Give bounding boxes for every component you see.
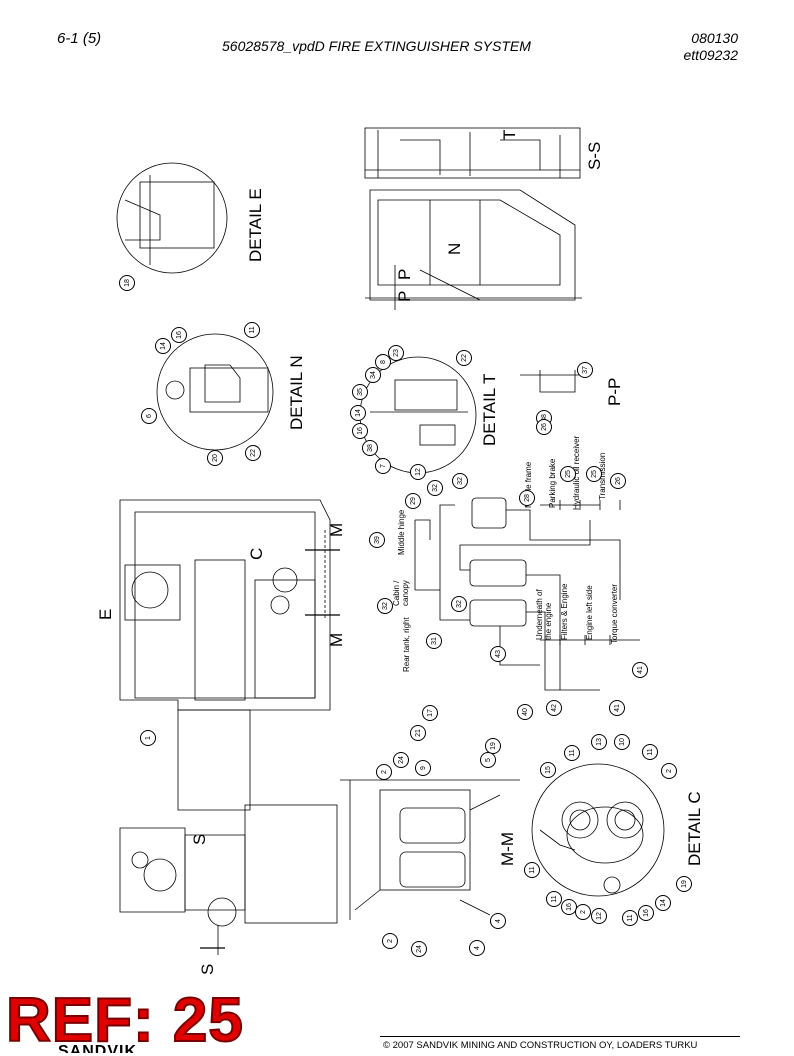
copyright-footer: © 2007 SANDVIK MINING AND CONSTRUCTION O… xyxy=(383,1040,698,1051)
callout: 43 xyxy=(490,646,506,662)
callout: 15 xyxy=(540,762,556,778)
callout: 4 xyxy=(469,940,485,956)
callout: 32 xyxy=(427,480,443,496)
callout: 20 xyxy=(207,450,223,466)
marker-n: N xyxy=(445,242,464,255)
callout: 40 xyxy=(517,704,533,720)
label-underneath-engine: Underneath of the engine xyxy=(535,589,553,640)
callout: 26 xyxy=(610,473,626,489)
section-mm-label: M-M xyxy=(498,832,517,866)
marker-s-bottom: S xyxy=(198,963,217,975)
ref-stamp: REF: 25 xyxy=(5,985,244,1056)
detail-c-circle xyxy=(531,763,665,897)
callout: 41 xyxy=(632,662,648,678)
machine-rear-body xyxy=(244,804,338,924)
machine-front-frame xyxy=(119,499,331,711)
callout: 11 xyxy=(546,891,562,907)
callout: 21 xyxy=(410,725,426,741)
callout: 22 xyxy=(245,445,261,461)
callout: 41 xyxy=(609,700,625,716)
callout: 16 xyxy=(171,327,187,343)
detail-n-circle xyxy=(156,333,274,451)
callout: 35 xyxy=(352,384,368,400)
callout: 5 xyxy=(480,752,496,768)
callout: 39 xyxy=(369,532,385,548)
callout: 2 xyxy=(382,933,398,949)
label-filters-engine: Filters & Engine xyxy=(560,583,569,640)
document-title: 56028578_vpdD FIRE EXTINGUISHER SYSTEM xyxy=(222,38,531,54)
callout: 14 xyxy=(155,338,171,354)
callout: 34 xyxy=(365,367,381,383)
callout: 38 xyxy=(362,440,378,456)
callout: 14 xyxy=(350,405,366,421)
callout: 4 xyxy=(490,913,506,929)
callout: 13 xyxy=(591,734,607,750)
callout: 10 xyxy=(614,734,630,750)
marker-p-top: P xyxy=(395,268,414,280)
section-ss-label: S-S xyxy=(585,141,604,170)
callout: 22 xyxy=(456,350,472,366)
detail-e-label: DETAIL E xyxy=(246,188,265,262)
callout: 18 xyxy=(119,275,135,291)
callout: 19 xyxy=(676,876,692,892)
document-id: ett09232 xyxy=(683,47,739,63)
callout: 7 xyxy=(375,458,391,474)
callout: 26 xyxy=(536,419,552,435)
callout: 42 xyxy=(546,700,562,716)
marker-m-bottom: M xyxy=(327,632,346,647)
label-rear-tank-right: Rear tank, right xyxy=(402,617,411,672)
callout: 32 xyxy=(377,598,393,614)
callout: 14 xyxy=(655,895,671,911)
callout: 11 xyxy=(642,744,658,760)
detail-n-label: DETAIL N xyxy=(287,355,306,430)
marker-e: E xyxy=(96,608,115,620)
label-middle-hinge: Middle hinge xyxy=(397,509,406,555)
callout: 9 xyxy=(415,760,431,776)
callout: 24 xyxy=(411,941,427,957)
detail-e-circle xyxy=(116,162,228,274)
detail-c-label: DETAIL C xyxy=(685,791,704,866)
sandvik-logo: SANDVIK xyxy=(58,1043,138,1053)
footer-divider xyxy=(380,1036,740,1037)
marker-p-bottom: P xyxy=(395,290,414,302)
callout: 6 xyxy=(141,408,157,424)
callout: 17 xyxy=(422,705,438,721)
callout: 29 xyxy=(405,493,421,509)
callout: 16 xyxy=(638,905,654,921)
callout: 2 xyxy=(376,764,392,780)
callout: 25 xyxy=(560,466,576,482)
callout: 11 xyxy=(622,910,638,926)
marker-m-top: M xyxy=(327,522,346,537)
callout: 25 xyxy=(586,466,602,482)
marker-s-middle: S xyxy=(190,833,209,845)
label-engine-left-side: Engine left side xyxy=(585,585,594,640)
callout: 11 xyxy=(244,322,260,338)
callout: 12 xyxy=(410,464,426,480)
label-torque-converter: Torque converter xyxy=(610,583,619,644)
callout: 2 xyxy=(661,763,677,779)
callout: 32 xyxy=(452,473,468,489)
callout: 11 xyxy=(524,862,540,878)
detail-t-label: DETAIL T xyxy=(480,373,499,446)
marker-c: C xyxy=(247,547,266,560)
section-pp-label: P-P xyxy=(605,377,624,406)
callout: 28 xyxy=(519,490,535,506)
document-date: 080130 xyxy=(691,30,738,46)
label-cabin-canopy: Cabin / canopy xyxy=(392,580,410,606)
callout: 12 xyxy=(591,908,607,924)
callout: 24 xyxy=(393,752,409,768)
label-parking-brake: Parking brake xyxy=(548,458,557,508)
callout: 2 xyxy=(575,904,591,920)
page-number: 6-1 (5) xyxy=(57,30,102,47)
callout: 1 xyxy=(140,730,156,746)
callout: 32 xyxy=(451,596,467,612)
callout: 37 xyxy=(577,362,593,378)
callout: 31 xyxy=(426,633,442,649)
callout: 11 xyxy=(564,745,580,761)
marker-t: T xyxy=(500,129,519,140)
callout: 16 xyxy=(352,423,368,439)
